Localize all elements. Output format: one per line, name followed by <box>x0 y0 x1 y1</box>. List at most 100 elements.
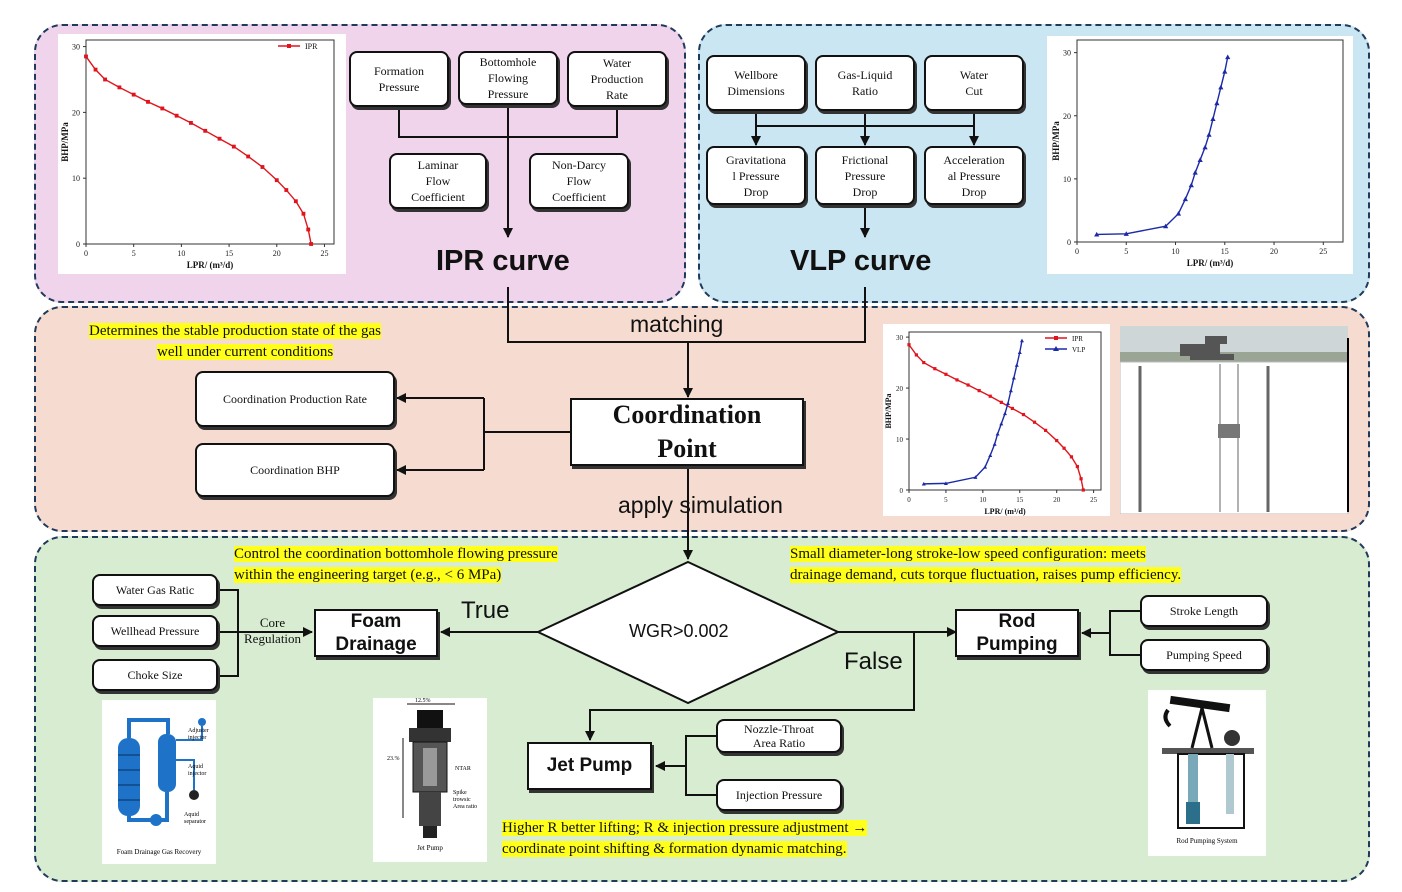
ipr-point <box>1032 420 1037 424</box>
rod-config-note-line1: Small diameter-long stroke-low speed con… <box>790 546 1146 562</box>
x-tick-label: 15 <box>1221 247 1229 256</box>
y-tick-label: 0 <box>76 240 80 249</box>
bottomhole-flowing-pressure-box: Bottomhole Flowing Pressure <box>458 51 558 105</box>
y-tick-label: 20 <box>896 385 904 393</box>
vlp-point <box>943 481 948 485</box>
ipr-point <box>955 378 959 382</box>
jet-label-spike: Spike trowsic Area ratio <box>453 790 478 810</box>
non-darcy-flow-coefficient-box: Non-Darcy Flow Coefficient <box>529 153 629 209</box>
water-gas-ratio-box: Water Gas Ratic <box>92 574 218 606</box>
ipr-point <box>977 389 981 393</box>
legend-marker <box>1053 346 1059 351</box>
ipr-point <box>117 85 122 90</box>
plot-frame <box>85 39 335 245</box>
vlp-point <box>1206 132 1212 137</box>
vlp-point <box>1222 68 1228 74</box>
legend-label: IPR <box>1072 335 1083 343</box>
ipr-series-line <box>85 56 312 245</box>
apply-simulation-label: apply simulation <box>618 492 783 518</box>
vlp-point <box>1197 157 1203 163</box>
vlp-point <box>973 475 978 479</box>
vlp-series-line <box>1096 56 1229 236</box>
injection-pressure-box: Injection Pressure <box>716 779 842 811</box>
y-tick-label: 30 <box>1063 49 1071 58</box>
vlp-point <box>1192 169 1198 175</box>
vlp-point <box>988 453 993 457</box>
true-label: True <box>461 597 510 624</box>
x-tick-label: 0 <box>1075 247 1079 256</box>
jet-pump-illustration: 12.5% 23.% NTAR Spike trowsic Area ratio… <box>373 698 487 862</box>
ipr-point <box>999 400 1003 404</box>
vlp-point <box>1175 210 1182 216</box>
x-tick-label: 25 <box>320 249 328 258</box>
vlp-point <box>995 431 1000 436</box>
y-tick-label: 10 <box>1063 175 1071 184</box>
vlp-point <box>1094 231 1100 237</box>
vlp-point <box>1014 363 1019 367</box>
ipr-point <box>309 242 314 246</box>
vlp-series-line <box>923 340 1023 485</box>
ipr-point <box>1069 455 1074 459</box>
ipr-point <box>146 99 150 104</box>
ipr-point <box>966 383 970 387</box>
vlp-point <box>1011 375 1016 380</box>
ipr-point <box>988 394 992 398</box>
acceleration-pressure-drop-box: Acceleration al Pressure Drop <box>924 146 1024 205</box>
ipr-point <box>933 367 937 371</box>
rod-pumping-caption: Rod Pumping System <box>1176 837 1238 845</box>
y-tick-label: 30 <box>896 334 904 342</box>
vlp-point <box>992 442 997 446</box>
x-tick-label: 0 <box>84 249 88 258</box>
water-cut-box: Water Cut <box>924 55 1024 111</box>
ipr-point <box>131 92 136 97</box>
matching-label: matching <box>630 311 724 337</box>
ipr-curve-title: IPR curve <box>436 245 570 277</box>
wellbore-dimensions-box: Wellbore Dimensions <box>706 55 806 111</box>
water-production-rate-box: Water Production Rate <box>567 51 667 107</box>
ipr-point <box>1062 446 1066 450</box>
foam-label-aquid-injector: Aquid injector <box>188 764 207 777</box>
x-tick-label: 25 <box>1090 496 1098 504</box>
vlp-point <box>983 465 988 469</box>
ipr-point <box>1021 412 1026 417</box>
laminar-flow-coefficient-box: Laminar Flow Coefficient <box>389 153 487 209</box>
pumping-speed-box: Pumping Speed <box>1140 639 1268 671</box>
ipr-point <box>217 136 222 141</box>
foam-label-adjuster: Adjuster injector <box>188 728 209 741</box>
wellhead-pressure-box: Wellhead Pressure <box>92 615 218 647</box>
ipr-point <box>84 54 88 59</box>
pumping-unit-illustration <box>1120 326 1349 514</box>
y-axis-label: BHP/MPa <box>884 393 893 428</box>
vlp-point <box>1019 338 1024 343</box>
bhp-target-note: Control the coordination bottomhole flow… <box>234 544 558 586</box>
ipr-point <box>174 113 179 118</box>
vlp-point <box>1008 388 1013 393</box>
x-tick-label: 5 <box>944 496 948 504</box>
vlp-curve-title: VLP curve <box>790 245 932 277</box>
stable-state-note: Determines the stable production state o… <box>89 321 469 363</box>
foam-drainage-illustration: Adjuster injector Aquid injector Aquid s… <box>102 700 216 864</box>
x-tick-label: 25 <box>1319 247 1327 256</box>
ipr-point <box>103 77 107 82</box>
stable-state-note-line2: well under current conditions <box>157 344 334 360</box>
y-tick-label: 20 <box>1063 112 1071 121</box>
ipr-point <box>1081 488 1085 492</box>
false-label: False <box>844 648 903 675</box>
vlp-point <box>1202 144 1208 150</box>
x-tick-label: 10 <box>177 249 185 258</box>
stable-state-note-line1: Determines the stable production state o… <box>89 323 381 339</box>
x-tick-label: 15 <box>225 249 233 258</box>
vlp-point <box>1210 116 1216 121</box>
y-tick-label: 20 <box>72 108 80 117</box>
x-tick-label: 0 <box>907 496 911 504</box>
vlp-point <box>1218 84 1224 90</box>
ipr-series-line <box>908 344 1084 491</box>
legend-marker <box>287 44 291 48</box>
vlp-point <box>1123 231 1129 236</box>
vlp-point <box>1003 411 1007 416</box>
x-tick-label: 10 <box>979 496 987 504</box>
core-regulation-label: Core Regulation <box>244 615 302 646</box>
formation-pressure-box: Formation Pressure <box>349 51 449 107</box>
